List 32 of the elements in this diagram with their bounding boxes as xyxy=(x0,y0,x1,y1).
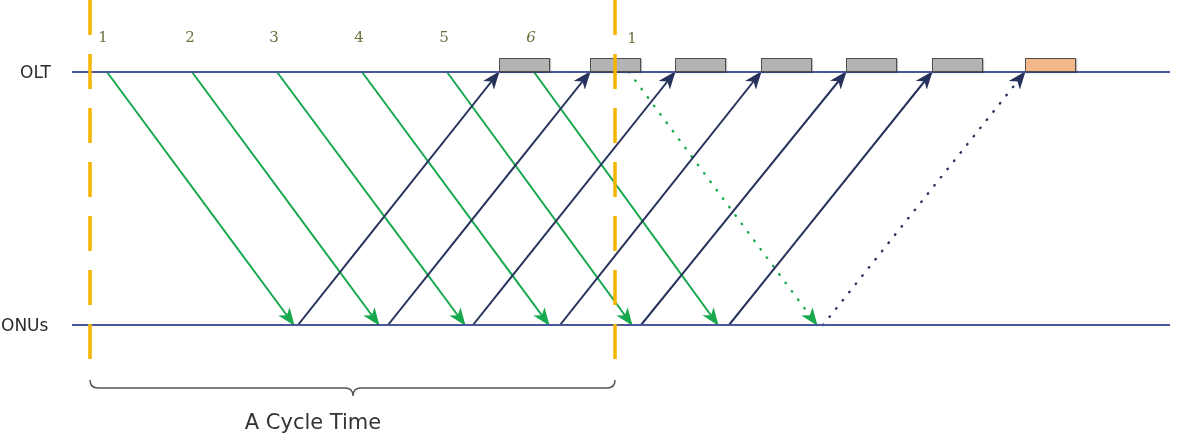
dotted-arrow xyxy=(627,70,819,327)
arrow xyxy=(106,71,295,326)
time-slot xyxy=(675,58,726,72)
dotted-arrow xyxy=(821,70,1027,327)
slot-number: 3 xyxy=(269,28,279,46)
slot-number: 5 xyxy=(439,28,449,46)
arrow xyxy=(446,71,633,326)
timeline-label: OLT xyxy=(20,64,51,80)
slot-number: 4 xyxy=(354,28,364,46)
arrow xyxy=(640,71,847,326)
time-slot xyxy=(1025,58,1076,72)
arrow xyxy=(191,71,380,326)
time-slot xyxy=(932,58,983,72)
arrow xyxy=(559,71,762,326)
slot-number: 1 xyxy=(627,29,637,47)
slot-number: 6 xyxy=(526,28,536,46)
arrow xyxy=(472,71,676,326)
time-slot xyxy=(499,58,550,72)
timeline-label: ONUs xyxy=(1,317,49,333)
arrow xyxy=(297,71,500,326)
arrow xyxy=(361,71,550,326)
arrow xyxy=(387,71,591,326)
time-slot xyxy=(846,58,897,72)
slot-number: 1 xyxy=(98,28,108,46)
arrow xyxy=(728,71,933,326)
bracket-label: A Cycle Time xyxy=(244,411,382,433)
slot-number: 2 xyxy=(185,28,195,46)
time-slot xyxy=(590,58,641,72)
timeline xyxy=(0,317,1170,333)
time-slot xyxy=(761,58,812,72)
arrow xyxy=(276,71,466,326)
arrow xyxy=(533,71,719,326)
